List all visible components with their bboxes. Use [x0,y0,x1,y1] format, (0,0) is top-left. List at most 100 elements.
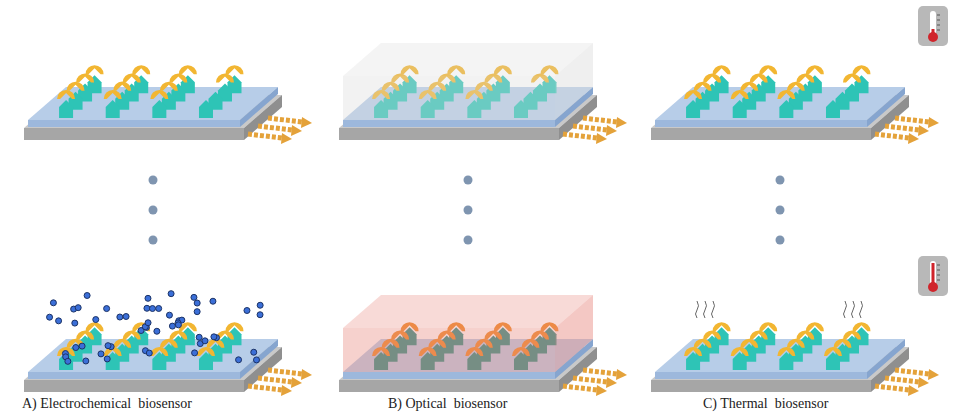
electron [166,312,172,318]
signal-arrow [885,126,919,130]
analyte [86,65,104,74]
analyte [104,90,122,99]
analyte [57,90,75,99]
electron [75,305,81,311]
electron [145,320,151,326]
electron [194,300,200,306]
sensor-front [655,372,867,379]
signal-arrowhead [616,369,627,380]
electron [175,322,181,328]
bioreceptor [199,100,213,118]
medium-side [555,295,593,372]
analyte [740,82,758,91]
electron [257,312,263,318]
signal-arrow [573,126,607,130]
electron [123,314,129,320]
analyte [225,65,243,74]
analyte [787,82,805,91]
sensor-front [28,120,240,127]
electron [202,338,208,344]
heat-wave [712,301,715,318]
signal-arrowhead [301,117,312,128]
sensor-front [343,372,555,379]
analyte [132,65,150,74]
signal-arrowhead [616,117,627,128]
electron [192,350,198,356]
heat-wave [696,301,699,318]
signal-arrow [563,386,597,390]
electron [253,357,259,363]
continuation-dot [149,206,158,215]
electrochemical-after [24,291,312,396]
bioreceptor [59,100,73,118]
signal-arrow [885,378,919,382]
continuation-dot [776,206,785,215]
analyte [684,90,702,99]
thermometer-icon [918,6,948,46]
signal-arrowhead [606,377,617,388]
electron [93,317,99,323]
signal-arrow [875,134,909,138]
analyte [169,73,187,82]
analyte [113,82,131,91]
electron [105,343,111,349]
analyte [759,65,777,74]
continuation-dot [464,206,473,215]
analyte [740,339,758,348]
analyte [852,322,870,331]
base-front [24,128,244,140]
signal-arrow [563,134,597,138]
electron [104,306,110,312]
medium-front [343,76,555,120]
continuation-dot [149,176,158,185]
analyte [694,339,712,348]
thermometer-icon [918,256,948,296]
analyte [852,65,870,74]
electron [145,295,151,301]
continuation-dot [464,176,473,185]
analyte [843,73,861,82]
medium-side [555,43,593,120]
analyte [169,330,187,339]
sensor-front [655,120,867,127]
electron [56,318,62,324]
electron [191,294,197,300]
analyte [750,330,768,339]
analyte [150,347,168,356]
analyte [796,73,814,82]
signal-arrowhead [596,133,607,144]
signal-arrowhead [596,385,607,396]
panel-caption: C) Thermal biosensor [703,396,828,412]
analyte [731,90,749,99]
thermal-before [651,65,939,144]
analyte [703,330,721,339]
electron [210,298,216,304]
electron [236,357,242,363]
continuation-dot [776,176,785,185]
electron [194,309,200,315]
electron [149,306,155,312]
panel-caption: B) Optical biosensor [388,396,507,412]
analyte [787,339,805,348]
analyte [216,73,234,82]
electron [73,345,79,351]
electron [244,308,250,314]
signal-arrowhead [918,377,929,388]
heat-wave [704,301,707,318]
signal-arrowhead [281,133,292,144]
signal-arrowhead [908,385,919,396]
electron [84,293,90,299]
continuation-dot [464,236,473,245]
signal-arrowhead [918,125,929,136]
continuation-dot [149,236,158,245]
panel-caption: A) Electrochemical biosensor [22,396,192,412]
signal-arrow [258,126,292,130]
signal-arrow [573,378,607,382]
sensor-side [240,339,278,379]
analyte [824,347,842,356]
signal-arrowhead [291,125,302,136]
analyte [76,73,94,82]
electron [196,334,202,340]
analyte [703,73,721,82]
electron [50,300,56,306]
